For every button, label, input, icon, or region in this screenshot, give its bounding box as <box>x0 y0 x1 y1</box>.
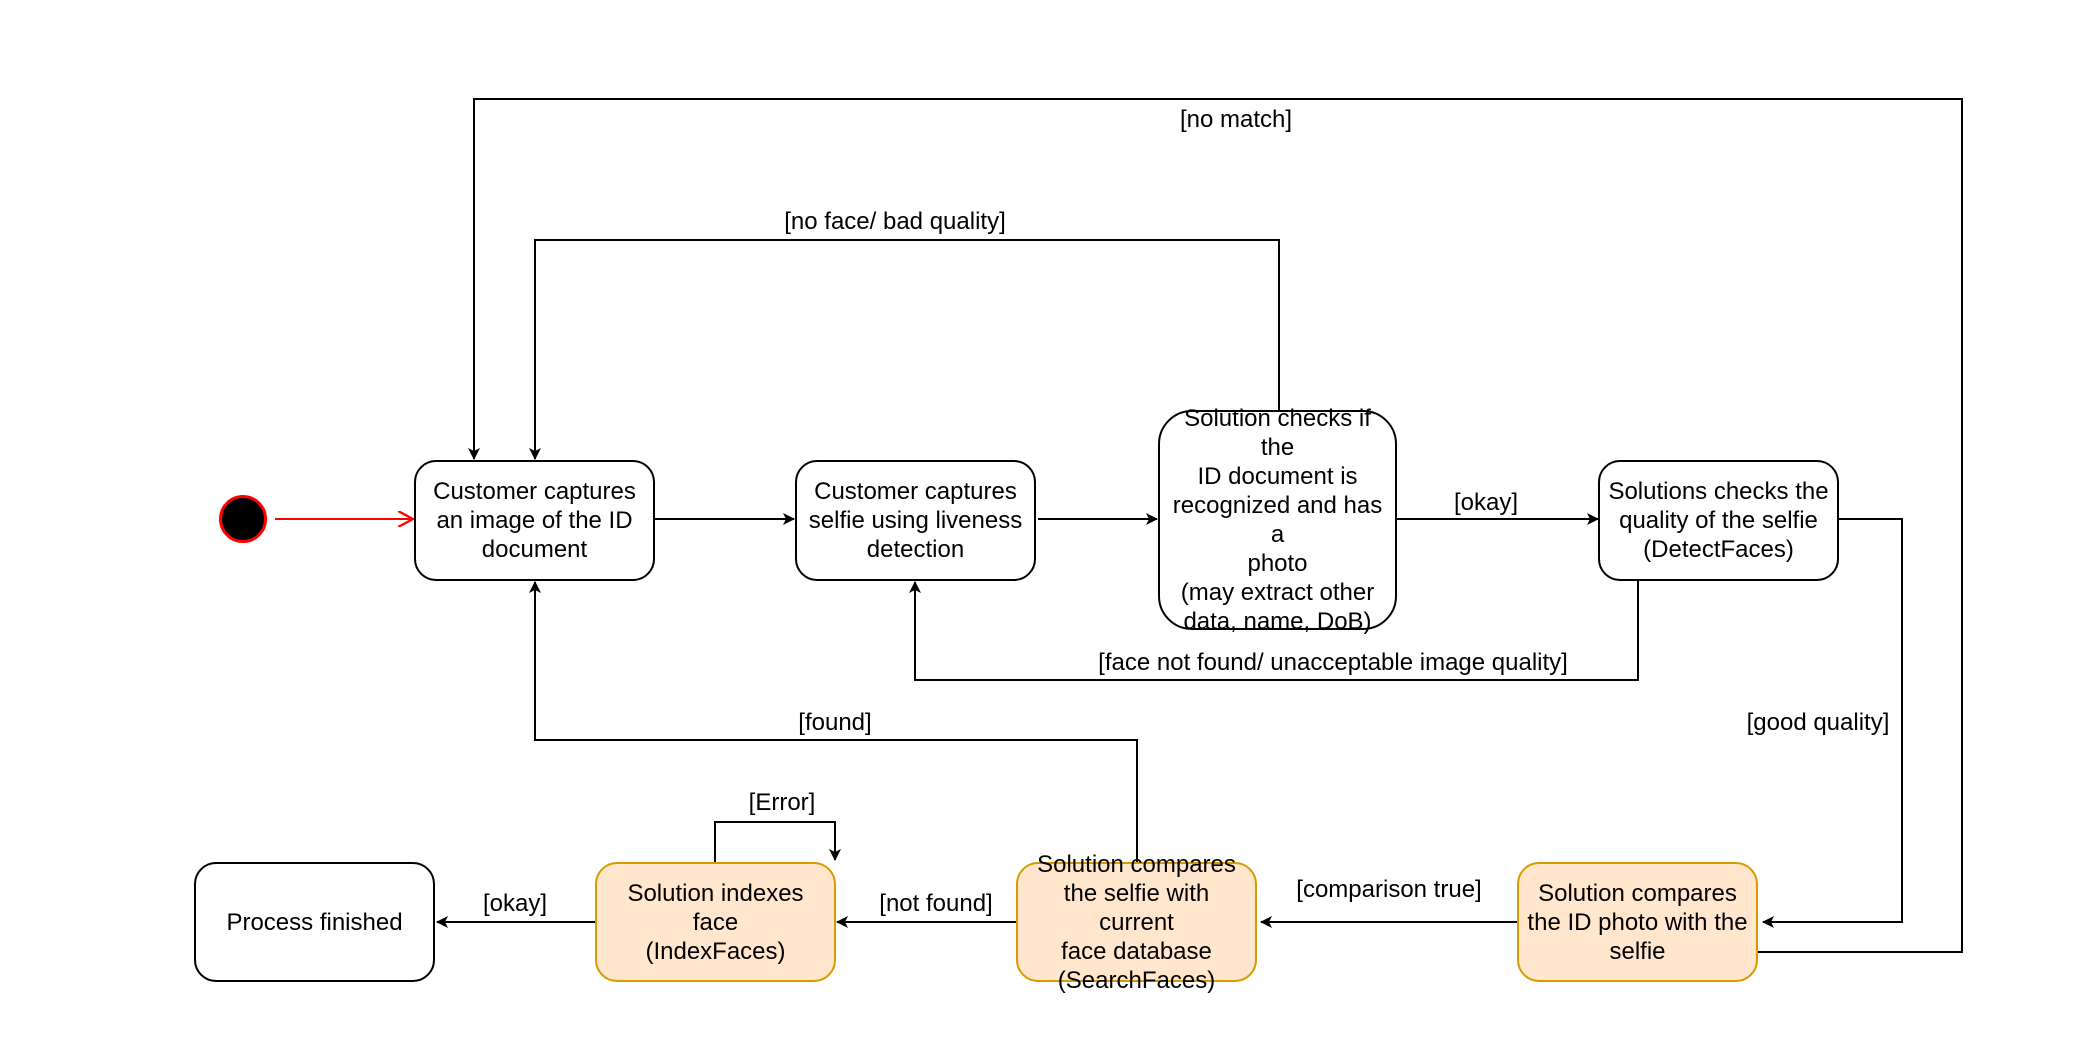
node-capture-selfie: Customer captures selfie using liveness … <box>795 460 1036 581</box>
node-compare-id-selfie: Solution compares the ID photo with the … <box>1517 862 1758 982</box>
label-okay-check: [okay] <box>1451 489 1521 517</box>
label-not-found: [not found] <box>877 890 995 918</box>
edge-error-loop <box>714 821 841 862</box>
label-error: [Error] <box>746 789 818 817</box>
label-comparison-true: [comparison true] <box>1294 876 1484 904</box>
node-search-faces: Solution compares the selfie with curren… <box>1016 851 1257 994</box>
label-face-not-found: [face not found/ unacceptable image qual… <box>1096 649 1570 677</box>
node-capture-id: Customer captures an image of the ID doc… <box>414 460 655 581</box>
edge-face-not-found <box>909 580 1639 681</box>
node-check-id: Solution checks if the ID document is re… <box>1158 405 1397 635</box>
label-no-match: [no match] <box>1177 106 1295 134</box>
edge-no-match <box>468 98 1963 953</box>
start-node <box>219 495 267 543</box>
label-okay-finish: [okay] <box>480 890 550 918</box>
edge-good-quality <box>1762 518 1903 928</box>
label-no-face-bad-quality: [no face/ bad quality] <box>782 208 1008 236</box>
label-good-quality: [good quality] <box>1744 709 1892 737</box>
edge-no-face-bad-quality <box>529 239 1280 460</box>
edge-found <box>529 581 1138 862</box>
node-process-finished: Process finished <box>194 862 435 982</box>
node-index-faces: Solution indexes face (IndexFaces) <box>595 862 836 982</box>
label-found: [found] <box>796 709 874 737</box>
node-check-selfie: Solutions checks the quality of the self… <box>1598 460 1839 581</box>
